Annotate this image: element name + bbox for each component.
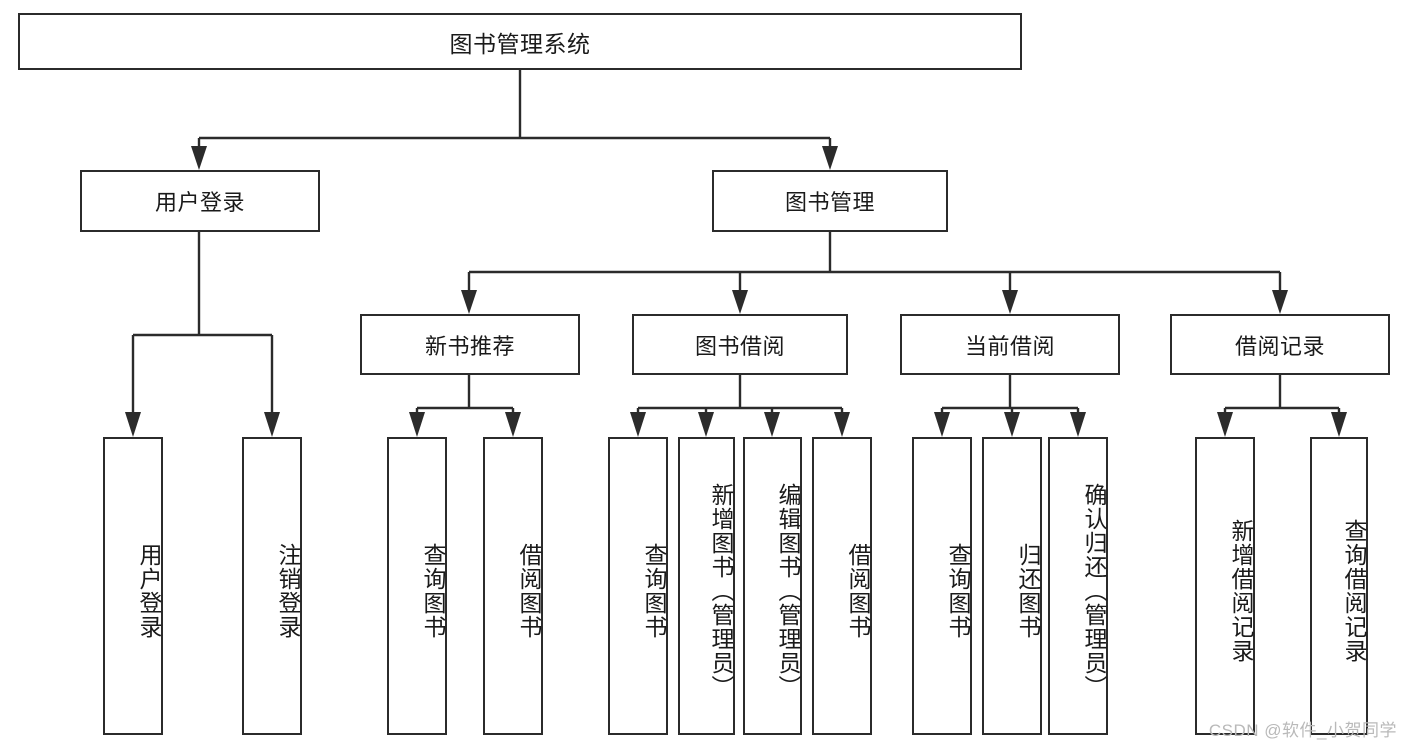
node-leaf-query-record[interactable]: 查询借阅记录 xyxy=(1310,437,1368,735)
arrow-leaf-logout-login xyxy=(264,412,280,437)
arrow-current-borrow xyxy=(1002,290,1018,314)
arrow-borrow-record xyxy=(1272,290,1288,314)
node-book-borrow[interactable]: 图书借阅 xyxy=(632,314,848,375)
arrow-leaf-edit-book xyxy=(764,412,780,437)
node-leaf-query-book-1[interactable]: 查询图书 xyxy=(387,437,447,735)
node-borrow-record[interactable]: 借阅记录 xyxy=(1170,314,1390,375)
node-new-book-recommend[interactable]: 新书推荐 xyxy=(360,314,580,375)
watermark-text: CSDN @软件_小贺同学 xyxy=(1208,721,1397,740)
arrow-leaf-borrow-book-1 xyxy=(505,412,521,437)
node-leaf-borrow-book-2[interactable]: 借阅图书 xyxy=(812,437,872,735)
arrow-leaf-user-login xyxy=(125,412,141,437)
arrow-leaf-query-book-2 xyxy=(630,412,646,437)
node-user-login[interactable]: 用户登录 xyxy=(80,170,320,232)
node-leaf-user-login[interactable]: 用户登录 xyxy=(103,437,163,735)
arrow-leaf-return-book xyxy=(1004,412,1020,437)
node-leaf-add-record[interactable]: 新增借阅记录 xyxy=(1195,437,1255,735)
node-leaf-return-book[interactable]: 归还图书 xyxy=(982,437,1042,735)
node-leaf-query-book-2[interactable]: 查询图书 xyxy=(608,437,668,735)
arrow-leaf-borrow-book-2 xyxy=(834,412,850,437)
arrow-leaf-query-record xyxy=(1331,412,1347,437)
arrow-new-book-recommend xyxy=(461,290,477,314)
arrow-leaf-query-book-3 xyxy=(934,412,950,437)
arrow-leaf-add-book xyxy=(698,412,714,437)
node-leaf-edit-book[interactable]: 编辑图书（管理员） xyxy=(743,437,802,735)
node-root-system[interactable]: 图书管理系统 xyxy=(18,13,1022,70)
arrow-book-management xyxy=(822,146,838,170)
node-book-management[interactable]: 图书管理 xyxy=(712,170,948,232)
arrow-leaf-query-book-1 xyxy=(409,412,425,437)
node-current-borrow[interactable]: 当前借阅 xyxy=(900,314,1120,375)
arrow-user-login xyxy=(191,146,207,170)
arrow-leaf-add-record xyxy=(1217,412,1233,437)
node-leaf-query-book-3[interactable]: 查询图书 xyxy=(912,437,972,735)
node-leaf-logout-login[interactable]: 注销登录 xyxy=(242,437,302,735)
arrow-leaf-confirm-return xyxy=(1070,412,1086,437)
arrow-book-borrow xyxy=(732,290,748,314)
node-leaf-add-book[interactable]: 新增图书（管理员） xyxy=(678,437,735,735)
node-leaf-borrow-book-1[interactable]: 借阅图书 xyxy=(483,437,543,735)
node-leaf-confirm-return[interactable]: 确认归还（管理员） xyxy=(1048,437,1108,735)
